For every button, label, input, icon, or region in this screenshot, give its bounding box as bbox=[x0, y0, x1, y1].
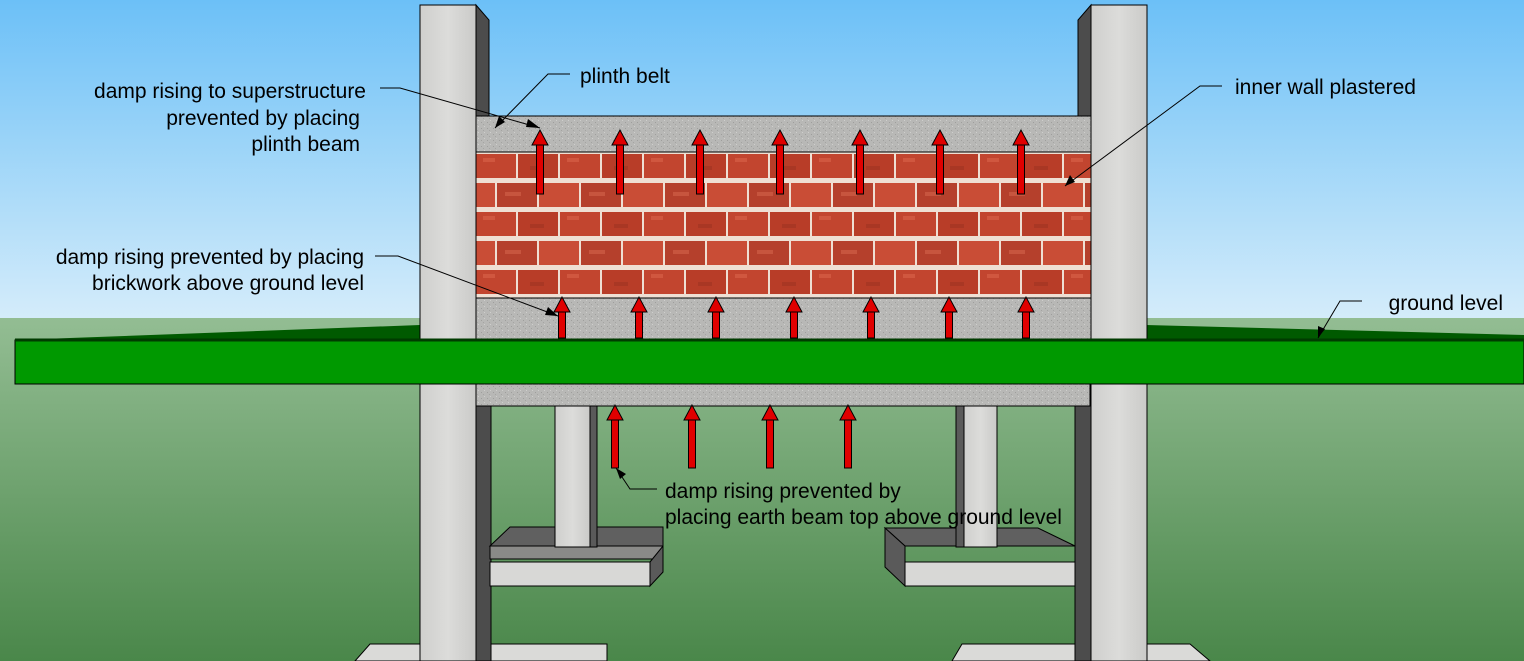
arrow-head bbox=[851, 128, 869, 146]
arrow-head bbox=[839, 403, 857, 421]
footing-inner-left bbox=[489, 545, 664, 560]
arrows-earth bbox=[606, 403, 857, 469]
arrowhead-inner-wall bbox=[1065, 175, 1075, 186]
pedestal-left-shadow bbox=[589, 404, 598, 548]
column-right-shadow bbox=[1074, 383, 1092, 661]
label-inner-wall: inner wall plastered bbox=[1235, 76, 1416, 99]
damp-arrow-earth-2 bbox=[683, 403, 701, 469]
arrow-shaft bbox=[790, 310, 798, 339]
damp-arrow-earth-1 bbox=[606, 403, 624, 469]
arrows-base bbox=[553, 295, 1035, 339]
label-superstructure-2: prevented by placing bbox=[166, 107, 360, 130]
arrow-head bbox=[606, 403, 624, 421]
damp-arrow-base-1 bbox=[553, 295, 571, 339]
damp-arrow-plinth-7 bbox=[1012, 128, 1030, 195]
damp-arrow-plinth-2 bbox=[611, 128, 629, 195]
arrow-head bbox=[862, 295, 880, 313]
arrow-head bbox=[683, 403, 701, 421]
ground-slope-left bbox=[15, 325, 420, 340]
arrow-head bbox=[940, 295, 958, 313]
footing-inner-left-side bbox=[649, 544, 664, 588]
arrow-shaft bbox=[558, 310, 566, 339]
arrow-shaft bbox=[696, 143, 704, 195]
damp-arrow-plinth-6 bbox=[931, 128, 949, 195]
damp-arrow-plinth-5 bbox=[851, 128, 869, 195]
damp-arrow-plinth-3 bbox=[691, 128, 709, 195]
arrow-shaft bbox=[712, 310, 720, 339]
arrowhead-ground-level bbox=[1318, 326, 1325, 338]
arrowhead-plinth-belt bbox=[495, 116, 505, 128]
arrow-shaft bbox=[776, 143, 784, 195]
arrow-head bbox=[771, 128, 789, 146]
arrow-shaft bbox=[945, 310, 953, 339]
arrow-head bbox=[785, 295, 803, 313]
ground-slope-right bbox=[1146, 325, 1524, 340]
pedestal-left bbox=[554, 404, 591, 548]
footing-inner-right-face bbox=[904, 561, 1076, 587]
column-left-shadow bbox=[475, 383, 492, 661]
arrow-shaft bbox=[635, 310, 643, 339]
arrow-head bbox=[931, 128, 949, 146]
arrow-shaft bbox=[536, 143, 544, 195]
arrowhead-brickwork bbox=[545, 307, 558, 316]
arrow-shaft bbox=[616, 143, 624, 195]
leader-superstructure bbox=[380, 87, 541, 129]
arrow-head bbox=[761, 403, 779, 421]
label-brickwork-1: damp rising prevented by placing bbox=[56, 246, 364, 269]
label-earth-beam-2: placing earth beam top above ground leve… bbox=[665, 506, 1062, 529]
damp-arrow-plinth-4 bbox=[771, 128, 789, 195]
column-right-side bbox=[1077, 3, 1092, 117]
arrow-shaft bbox=[766, 418, 774, 469]
damp-arrow-base-5 bbox=[862, 295, 880, 339]
arrows-plinth bbox=[531, 128, 1030, 195]
label-plinth-belt: plinth belt bbox=[580, 65, 670, 88]
arrow-shaft bbox=[844, 418, 852, 469]
damp-arrow-earth-3 bbox=[761, 403, 779, 469]
arrow-head bbox=[1017, 295, 1035, 313]
column-right bbox=[1090, 4, 1148, 661]
brickwork-base-band bbox=[475, 297, 1092, 341]
label-brickwork-2: brickwork above ground level bbox=[92, 272, 364, 295]
arrow-head bbox=[707, 295, 725, 313]
arrow-head bbox=[630, 295, 648, 313]
damp-arrow-base-3 bbox=[707, 295, 725, 339]
ground-level-band bbox=[14, 339, 1524, 385]
arrow-head bbox=[691, 128, 709, 146]
leader-brickwork bbox=[375, 255, 559, 317]
arrowhead-earth-beam bbox=[616, 468, 626, 479]
arrow-shaft bbox=[688, 418, 696, 469]
label-superstructure-3: plinth beam bbox=[251, 133, 360, 156]
arrow-head bbox=[553, 295, 571, 313]
arrow-head bbox=[1012, 128, 1030, 146]
arrow-shaft bbox=[1017, 143, 1025, 195]
damp-arrow-base-7 bbox=[1017, 295, 1035, 339]
label-ground-level: ground level bbox=[1389, 292, 1503, 315]
arrow-shaft bbox=[856, 143, 864, 195]
damp-arrow-base-6 bbox=[940, 295, 958, 339]
earth-beam bbox=[475, 383, 1091, 407]
damp-arrow-earth-4 bbox=[839, 403, 857, 469]
footing-inner-left-face bbox=[489, 561, 651, 587]
leader-inner-wall bbox=[1064, 85, 1222, 187]
arrow-shaft bbox=[1022, 310, 1030, 339]
damp-arrow-base-4 bbox=[785, 295, 803, 339]
column-left bbox=[419, 4, 477, 661]
column-left-side bbox=[475, 3, 490, 117]
arrow-head bbox=[611, 128, 629, 146]
arrowhead-superstructure bbox=[526, 119, 540, 128]
leader-arrowheads bbox=[495, 116, 1325, 479]
arrow-shaft bbox=[867, 310, 875, 339]
leader-ground-level bbox=[1317, 300, 1362, 339]
damp-arrow-base-2 bbox=[630, 295, 648, 339]
label-superstructure-1: damp rising to superstructure bbox=[94, 80, 366, 103]
damp-arrow-plinth-1 bbox=[531, 128, 549, 195]
arrow-shaft bbox=[611, 418, 619, 469]
arrow-shaft bbox=[936, 143, 944, 195]
leader-plinth-belt bbox=[494, 73, 570, 129]
arrow-head bbox=[531, 128, 549, 146]
label-earth-beam-1: damp rising prevented by bbox=[665, 480, 901, 503]
